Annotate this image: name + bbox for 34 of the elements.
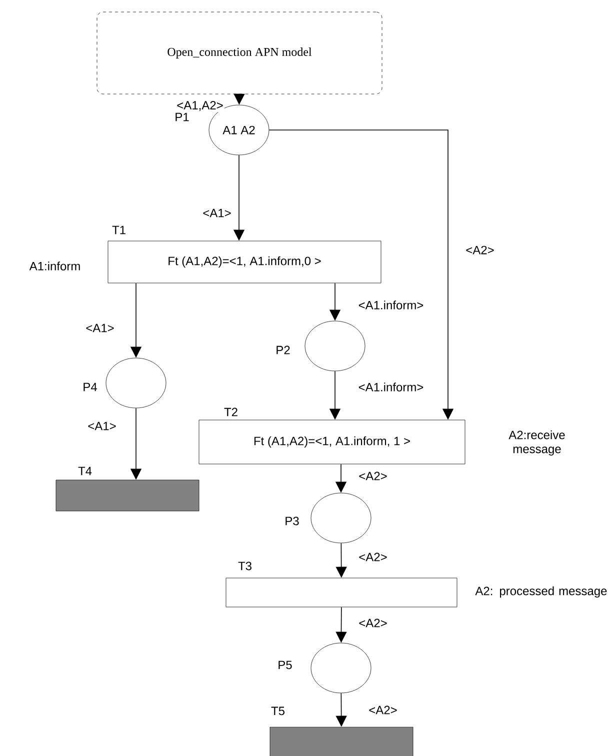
node-caption: A2: processed message	[475, 586, 607, 598]
node-caption: T1	[112, 226, 126, 234]
node-caption: A2:receive message	[508, 430, 565, 456]
place-circle	[310, 492, 372, 544]
edge-label: <A1,A2>	[176, 100, 224, 112]
node-caption: P4	[84, 382, 97, 392]
place-circle	[310, 642, 372, 694]
transition-box	[226, 578, 458, 608]
node-caption: P2	[276, 346, 290, 354]
model-box: Open_connection APN model	[96, 12, 382, 94]
edge-label: <A1>	[86, 420, 118, 432]
edge-label: <A2>	[464, 244, 496, 256]
node-caption: T3	[238, 562, 252, 570]
transition-bar	[56, 480, 200, 512]
transition-bar	[270, 726, 414, 756]
place-circle	[304, 320, 366, 372]
edge-label: <A2>	[358, 552, 388, 562]
node-caption: T2	[224, 408, 238, 416]
edge-label: <A1.inform>	[357, 300, 425, 310]
edge-label: <A1.inform>	[357, 382, 425, 392]
place-circle	[106, 358, 166, 408]
edge-label: <A1>	[84, 322, 116, 334]
transition-box: Ft (A1,A2)=<1, A1.inform, 1 >	[198, 420, 466, 464]
node-caption: A1:inform	[29, 262, 80, 270]
node-caption: T5	[271, 706, 284, 716]
transition-box: Ft (A1,A2)=<1, A1.inform,0 >	[108, 240, 382, 284]
edge-label: <A1>	[202, 208, 232, 218]
node-caption: T4	[78, 466, 92, 476]
node-caption: P1	[176, 112, 189, 122]
edge-label: <A2>	[368, 704, 398, 716]
edge-label: <A2>	[358, 618, 388, 628]
node-caption: P5	[278, 660, 292, 670]
edge-label: <A2>	[358, 470, 388, 482]
node-caption: P3	[286, 516, 299, 526]
